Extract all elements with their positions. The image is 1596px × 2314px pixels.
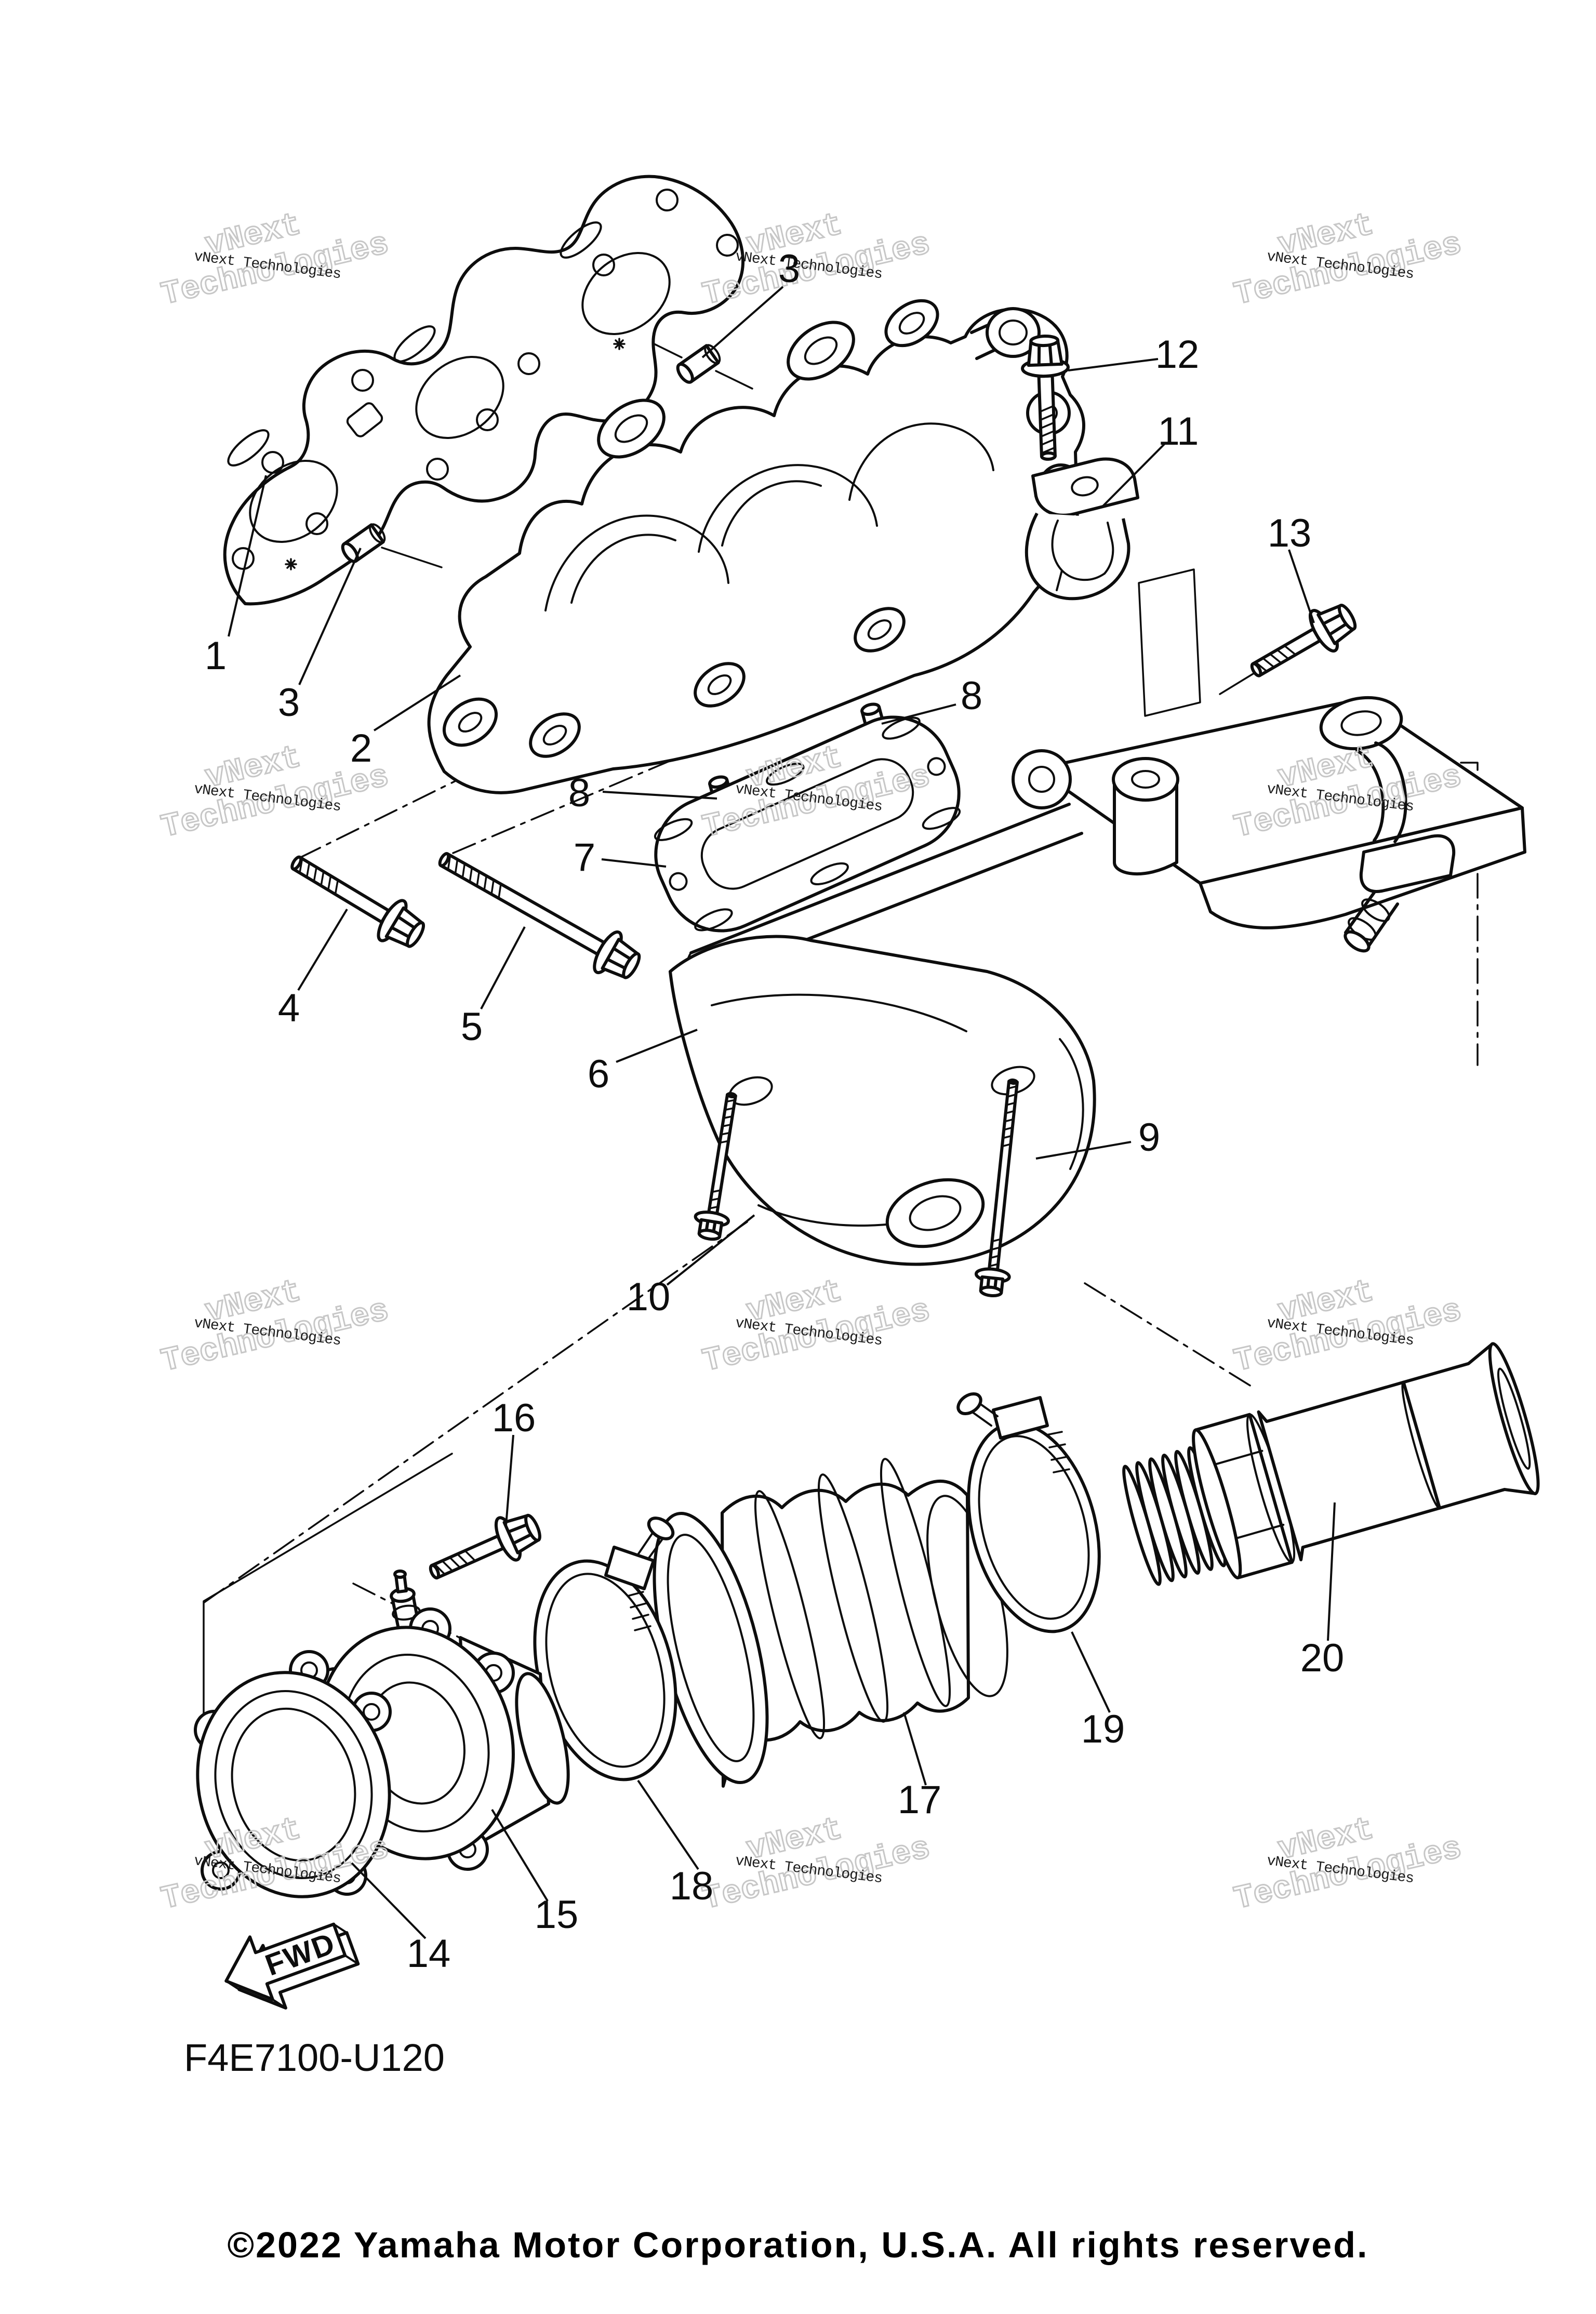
callout-12-label: 12 <box>1155 333 1200 377</box>
callout-3-label: 3 <box>278 681 300 725</box>
outlet-gasket-14 <box>194 1650 392 1898</box>
callout-3-leader <box>701 286 784 358</box>
dowel-pin-3b <box>341 523 386 563</box>
hose-clamp-18 <box>533 1517 677 1781</box>
flange-bolt-4 <box>290 855 425 948</box>
callout-5-label: 5 <box>461 1005 483 1049</box>
callout-1-leader <box>228 475 267 637</box>
callout-18-leader <box>637 1779 699 1870</box>
callout-17-leader <box>903 1712 927 1786</box>
callout-9-leader <box>1035 1141 1132 1160</box>
callout-11-label: 11 <box>1158 409 1199 454</box>
pipe-gasket <box>654 715 961 933</box>
callout-8-leader <box>881 703 956 725</box>
callout-1-label: 1 <box>205 634 227 678</box>
part-code: F4E7100-U120 <box>184 2036 445 2079</box>
callout-14-leader <box>351 1862 427 1939</box>
callout-9-label: 9 <box>1138 1115 1160 1160</box>
callout-8-leader <box>602 791 717 800</box>
callout-8-label: 8 <box>568 771 590 815</box>
callout-18-label: 18 <box>670 1864 714 1908</box>
callout-11-leader <box>1101 443 1166 508</box>
dowel-pin-3a <box>676 344 721 384</box>
callout-8-label: 8 <box>961 674 982 718</box>
stud-bolt-9 <box>974 1078 1019 1298</box>
callout-6-leader <box>616 1029 698 1063</box>
stud-bolt-10 <box>694 1092 737 1241</box>
fwd-arrow: FWD <box>224 1922 360 2010</box>
callout-16-label: 16 <box>492 1396 536 1440</box>
bracket-boss-cylinder <box>1112 757 1179 876</box>
callout-15-leader <box>491 1808 549 1902</box>
gasket-bolt-holes <box>232 189 739 570</box>
connector-pipe-20 <box>1122 1342 1540 1586</box>
callout-20-leader <box>1327 1502 1336 1641</box>
mount-bracket <box>686 696 1526 981</box>
bracket-ear <box>1319 696 1403 751</box>
clamp-stay <box>1025 457 1139 601</box>
callout-19-leader <box>1071 1631 1111 1713</box>
callout-10-leader <box>666 1214 755 1286</box>
exhaust-pipe <box>669 935 1096 1266</box>
callout-4-label: 4 <box>278 986 300 1030</box>
callout-16-leader <box>505 1434 514 1526</box>
callout-5-leader <box>480 926 526 1009</box>
callout-20-label: 20 <box>1300 1636 1345 1680</box>
callout-7-leader <box>601 858 667 868</box>
callout-6-label: 6 <box>588 1052 609 1096</box>
callout-7-label: 7 <box>574 835 595 880</box>
flange-bolt-5 <box>438 852 641 979</box>
manifold-water-port <box>970 307 1041 360</box>
callout-17-label: 17 <box>898 1778 942 1822</box>
flange-bolt-13 <box>1250 604 1357 677</box>
rubber-joint-17 <box>653 1458 1008 1788</box>
callout-3-leader <box>298 548 362 685</box>
hose-clamp-19 <box>956 1392 1101 1633</box>
callout-4-leader <box>297 908 348 991</box>
bracket-hose-nipple <box>1344 891 1399 953</box>
flange-bolt-12 <box>1021 334 1070 461</box>
callout-12-leader <box>1068 358 1159 371</box>
callout-10-label: 10 <box>627 1275 671 1319</box>
callout-19-label: 19 <box>1081 1707 1125 1751</box>
callout-14-label: 14 <box>407 1932 451 1976</box>
callout-3-label: 3 <box>778 247 800 291</box>
copyright-line: ©2022 Yamaha Motor Corporation, U.S.A. A… <box>228 2225 1369 2265</box>
manifold-gasket <box>223 175 745 606</box>
flange-bolt-16 <box>429 1513 541 1580</box>
exhaust-manifold <box>427 299 1085 794</box>
callout-13-leader <box>1288 549 1315 623</box>
callout-2-leader <box>373 674 461 732</box>
callout-15-label: 15 <box>535 1893 579 1937</box>
callout-2-label: 2 <box>350 726 372 770</box>
callout-13-label: 13 <box>1268 511 1312 555</box>
